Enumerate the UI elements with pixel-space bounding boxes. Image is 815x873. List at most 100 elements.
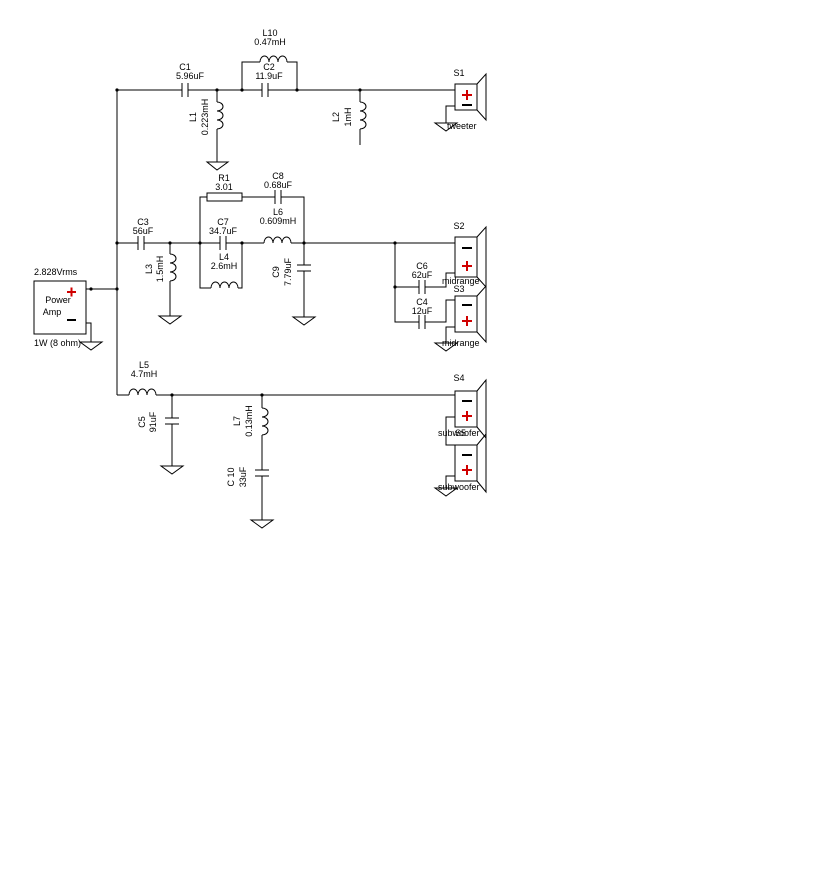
c2-value: 11.9uF — [255, 71, 283, 81]
amp-ground-wire — [86, 322, 92, 342]
c8-ref: C8 — [272, 171, 284, 181]
speaker-cone-icon — [476, 225, 487, 289]
l7-value: 0.13mH — [244, 405, 254, 437]
s3-label: midrange — [442, 338, 480, 348]
power-amp-name-line1: Power — [45, 295, 71, 305]
c10-value: 33uF — [238, 466, 248, 487]
inductor-l2[interactable] — [359, 101, 367, 130]
r1-ref: R1 — [218, 173, 230, 183]
l3-value: 1.5mH — [155, 256, 165, 283]
capacitor-c9[interactable] — [297, 264, 311, 272]
c4-ref: C4 — [416, 297, 428, 307]
inductor-l4[interactable] — [210, 281, 239, 289]
speaker-s1[interactable] — [454, 72, 487, 122]
ground-icon — [249, 519, 275, 529]
l4-ref: L4 — [219, 252, 229, 262]
l1-value: 0.223mH — [200, 99, 210, 136]
s5-ref: S5 — [455, 428, 466, 438]
s1-label: tweeter — [447, 121, 477, 131]
speaker-cone-icon — [476, 432, 487, 494]
l10-value: 0.47mH — [254, 37, 286, 47]
amp-plus-icon — [67, 287, 76, 297]
c2-ref: C2 — [263, 62, 275, 72]
c3-ref: C3 — [137, 217, 149, 227]
speaker-plus-icon — [462, 465, 472, 475]
s1-ref: S1 — [453, 68, 464, 78]
capacitor-c1[interactable] — [181, 83, 189, 97]
c6-ref: C6 — [416, 261, 428, 271]
speaker-s3[interactable] — [454, 284, 487, 344]
c5-value: 91uF — [148, 411, 158, 432]
c4-value: 12uF — [412, 306, 433, 316]
s2-label: midrange — [442, 276, 480, 286]
ground-icon — [205, 161, 230, 171]
c3-value: 56uF — [133, 226, 154, 236]
capacitor-c7[interactable] — [219, 236, 227, 250]
c7-value: 34.7uF — [209, 226, 238, 236]
amp-rating-label: 1W (8 ohm) — [34, 338, 81, 348]
l6-ref: L6 — [273, 207, 283, 217]
inductor-l7[interactable] — [261, 407, 269, 436]
l4-value: 2.6mH — [211, 261, 238, 271]
capacitor-c8[interactable] — [274, 190, 282, 204]
s4-ref: S4 — [453, 373, 464, 383]
speaker-plus-icon — [462, 90, 472, 100]
c9-ref: C9 — [271, 266, 281, 278]
l3-ref: L3 — [144, 264, 154, 274]
ground-icon — [433, 487, 459, 497]
l7-ref: L7 — [232, 416, 242, 426]
c10-ref: C 10 — [226, 467, 236, 486]
l6-value: 0.609mH — [260, 216, 297, 226]
amp-voltage-label: 2.828Vrms — [34, 267, 78, 277]
capacitor-c4[interactable] — [418, 315, 426, 329]
inductor-l6[interactable] — [263, 236, 292, 244]
inductor-l10[interactable] — [259, 55, 288, 63]
inductor-l3[interactable] — [169, 253, 177, 282]
capacitor-c2[interactable] — [261, 83, 269, 97]
speaker-s2[interactable] — [454, 225, 487, 289]
c7-ref: C7 — [217, 217, 229, 227]
speaker-s4[interactable] — [454, 378, 487, 440]
c1-ref: C1 — [179, 62, 191, 72]
inductor-l1[interactable] — [216, 101, 224, 130]
c8-value: 0.68uF — [264, 180, 293, 190]
ground-icon — [157, 315, 183, 325]
capacitor-c6[interactable] — [418, 280, 426, 294]
l5-value: 4.7mH — [131, 369, 158, 379]
power-amp-name-line2: Amp — [43, 307, 62, 317]
s5-label: subwoofer — [438, 482, 480, 492]
speaker-plus-icon — [462, 411, 472, 421]
r1-value: 3.01 — [215, 182, 233, 192]
l5-ref: L5 — [139, 360, 149, 370]
c9-value: 7.79uF — [283, 257, 293, 286]
c5-ref: C5 — [137, 416, 147, 428]
speaker-cone-icon — [476, 378, 487, 440]
s4-label: subwoofer — [438, 428, 480, 438]
capacitor-c5[interactable] — [165, 417, 179, 425]
speaker-plus-icon — [462, 261, 472, 271]
l10-ref: L10 — [262, 28, 277, 38]
ground-icon — [78, 341, 104, 351]
resistor-r1[interactable] — [206, 192, 243, 202]
speaker-cone-icon — [476, 72, 487, 122]
s3-ref: S3 — [453, 284, 464, 294]
inductor-l5[interactable] — [128, 388, 157, 396]
power-amp[interactable]: Power Amp — [33, 280, 87, 335]
speaker-s5[interactable] — [454, 432, 487, 494]
capacitor-c3[interactable] — [137, 236, 145, 250]
s2-ref: S2 — [453, 221, 464, 231]
c6-value: 62uF — [412, 270, 433, 280]
l2-ref: L2 — [331, 112, 341, 122]
c1-value: 5.96uF — [176, 71, 205, 81]
ground-icon — [433, 122, 459, 132]
capacitor-c10[interactable] — [255, 469, 269, 477]
ground-icon — [291, 316, 317, 326]
speaker-cone-icon — [476, 284, 487, 344]
ground-icon — [433, 342, 459, 352]
power-amp-body — [33, 280, 87, 335]
l2-value: 1mH — [343, 107, 353, 126]
ground-icon — [159, 465, 185, 475]
l1-ref: L1 — [188, 112, 198, 122]
speaker-plus-icon — [462, 316, 472, 326]
